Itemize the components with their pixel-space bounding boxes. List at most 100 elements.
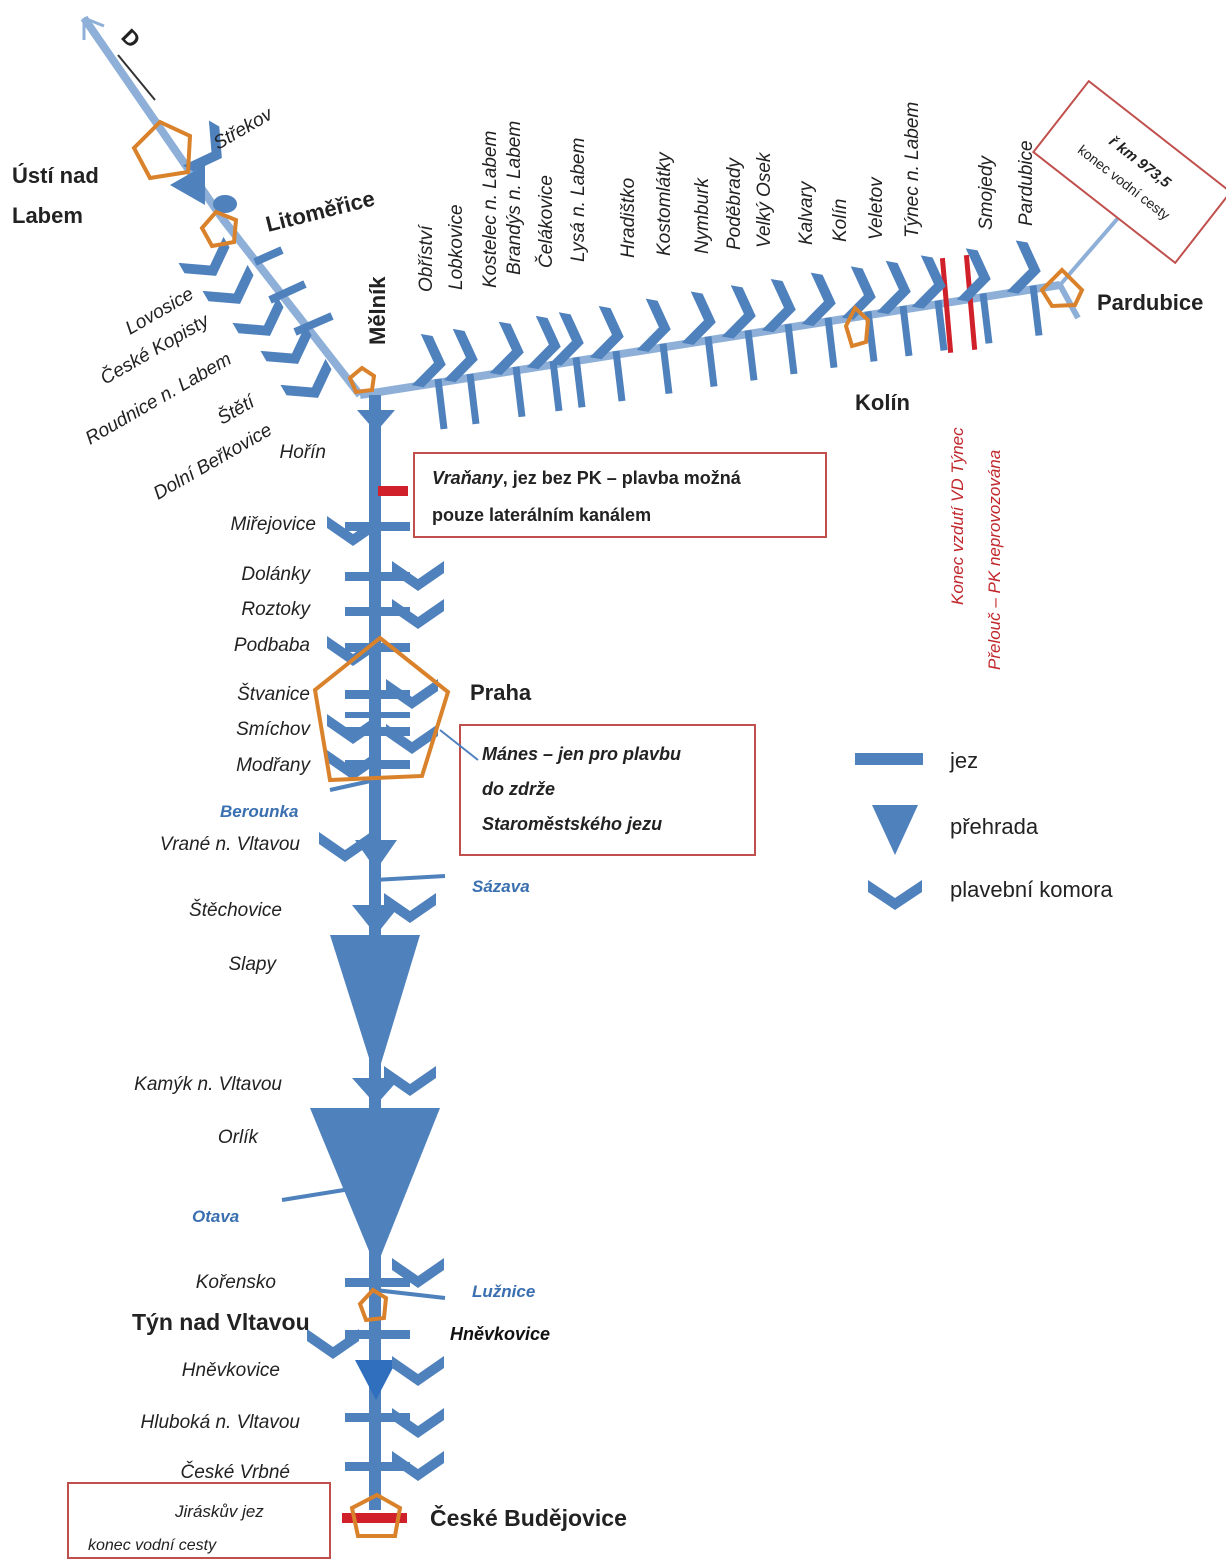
- elbe-lower-station-label: Roudnice n. Labem: [82, 349, 235, 450]
- tributary-labels: Berounka Sázava Otava Lužnice: [192, 802, 535, 1301]
- direction-label: D: [116, 24, 145, 53]
- elbe-weir: [466, 373, 480, 425]
- city-kolin: Kolín: [855, 390, 910, 415]
- elbe-lower-structures: [178, 120, 341, 411]
- elbe-weir: [1029, 285, 1043, 336]
- weir-korensko: [345, 1278, 410, 1287]
- elbe-weir: [979, 292, 993, 344]
- vltava-station-label: Roztoky: [241, 599, 311, 620]
- vltava-station-label: Smíchov: [236, 719, 311, 740]
- vltava-station-label: České Vrbné: [181, 1461, 291, 1483]
- vranany-box: [413, 452, 827, 538]
- weir-jiraskuv: [342, 1513, 407, 1523]
- dam-kamyk: [352, 1078, 400, 1105]
- hnevkovice-note: Hněvkovice: [450, 1324, 550, 1344]
- prelouc-red-note: Přelouč – PK neprovozována: [985, 450, 1004, 670]
- manes-box: [459, 724, 756, 856]
- legend-lock-icon: [868, 880, 922, 910]
- city-marker-kolin: [843, 304, 871, 349]
- trib-otava: Otava: [192, 1207, 239, 1226]
- vltava-station-label: Podbaba: [234, 635, 310, 656]
- legend-dam-label: přehrada: [950, 814, 1039, 839]
- lock-stvanice: [386, 679, 438, 709]
- elbe-weir: [549, 360, 563, 412]
- dam-stechovice: [352, 905, 400, 935]
- elbe-upper-station-label: Pardubice: [1016, 140, 1037, 226]
- lock-dolanky: [392, 561, 444, 591]
- vltava-station-label: Hněvkovice: [182, 1360, 280, 1381]
- city-tyn: Týn nad Vltavou: [132, 1309, 310, 1335]
- vranany-note-line1: Vraňany, jez bez PK – plavba možná: [432, 468, 742, 488]
- elbe-upper-station-label: Hradištko: [618, 178, 639, 258]
- trib-berounka: Berounka: [220, 802, 298, 821]
- jiraskuv-box: [67, 1482, 331, 1559]
- city-markers: [131, 119, 1085, 1538]
- city-pardubice: Pardubice: [1097, 290, 1203, 315]
- dam-hnevkovice: [355, 1360, 397, 1400]
- weir-elbe-l2: [268, 280, 307, 304]
- city-praha: Praha: [470, 680, 532, 705]
- elbe-lower-station-label: Štětí: [214, 390, 260, 429]
- lock-vrbne: [392, 1451, 444, 1481]
- manes-pointer: [439, 729, 479, 761]
- trib-luznice: Lužnice: [472, 1282, 535, 1301]
- dam-orlik: [310, 1108, 440, 1268]
- elbe-upper-station-label: Obříství: [416, 224, 437, 292]
- elbe-upper-station-label: Velký Osek: [754, 151, 775, 248]
- elbe-upper-station-label: Kostomlátky: [654, 151, 675, 256]
- elbe-weir: [612, 350, 626, 402]
- vltava-station-label: Štěchovice: [189, 899, 282, 921]
- elbe-upper-station-label: Kolín: [830, 199, 851, 242]
- legend: jez přehrada plavební komora: [855, 748, 1113, 910]
- vltava-station-label: Kamýk n. Vltavou: [134, 1074, 282, 1095]
- rkm-pointer: [1058, 208, 1127, 287]
- note-boxes: Vraňany, jez bez PK – plavba možná pouze…: [67, 79, 1226, 1559]
- weir-modrany: [345, 760, 410, 769]
- lock-roztoky: [392, 599, 444, 629]
- vltava-labels: HořínMiřejoviceDolánkyRoztokyPodbabaŠtva…: [134, 442, 326, 1483]
- elbe-weir: [934, 300, 948, 351]
- city-marker-melnik: [347, 365, 377, 395]
- lock-stechovice: [384, 893, 436, 923]
- elbe-lower-station-label: Střekov: [210, 103, 278, 154]
- elbe-upper-station-label: Kostelec n. Labem: [480, 131, 501, 288]
- weir-elbe-l1: [253, 246, 284, 266]
- vltava-station-label: Vrané n. Vltavou: [160, 834, 301, 855]
- city-marker-usti: [131, 119, 193, 181]
- rkm-box: ř km 973,5 konec vodní cesty: [1031, 79, 1226, 265]
- manes-note-line3: Staroměstského jezu: [482, 814, 662, 834]
- manes-note-line2: do zdrže: [482, 779, 555, 799]
- city-marker-litomerice: [199, 209, 239, 249]
- vltava-station-label: Slapy: [228, 954, 277, 975]
- weir-vranany: [378, 486, 408, 496]
- weir-dolanky: [345, 572, 410, 581]
- legend-weir-label: jez: [949, 748, 978, 773]
- elbe-upper-station-label: Nymburk: [692, 176, 713, 254]
- direction-arrow-head: [82, 16, 105, 40]
- elbe-upper-station-label: Týnec n. Labem: [902, 102, 923, 238]
- weir-smichov: [345, 727, 410, 736]
- lock-kamyk: [384, 1066, 436, 1096]
- city-budejovice: České Budějovice: [430, 1504, 627, 1531]
- trib-sazava: Sázava: [472, 877, 530, 896]
- city-litomerice: Litoměřice: [263, 186, 377, 237]
- vltava-station-label: Miřejovice: [230, 514, 316, 535]
- vltava-station-label: Modřany: [236, 755, 311, 776]
- vltava-station-label: Štvanice: [237, 683, 310, 705]
- city-marker-tyn: [357, 1287, 389, 1323]
- elbe-weir: [659, 343, 673, 395]
- vltava-station-label: Hluboká n. Vltavou: [141, 1412, 301, 1433]
- lock-roudnice: [232, 296, 293, 349]
- weir-roztoky: [345, 607, 410, 616]
- weir-hluboka: [345, 1413, 410, 1422]
- dams: [170, 165, 440, 1400]
- dam-litomerice-arrow: [170, 165, 205, 205]
- vltava-station-label: Orlík: [218, 1127, 260, 1148]
- legend-weir-icon: [855, 753, 923, 765]
- dam-litomerice: [213, 195, 237, 213]
- lock-vrane: [319, 832, 371, 862]
- weir-tyn: [345, 1330, 410, 1339]
- dam-horin: [357, 410, 395, 432]
